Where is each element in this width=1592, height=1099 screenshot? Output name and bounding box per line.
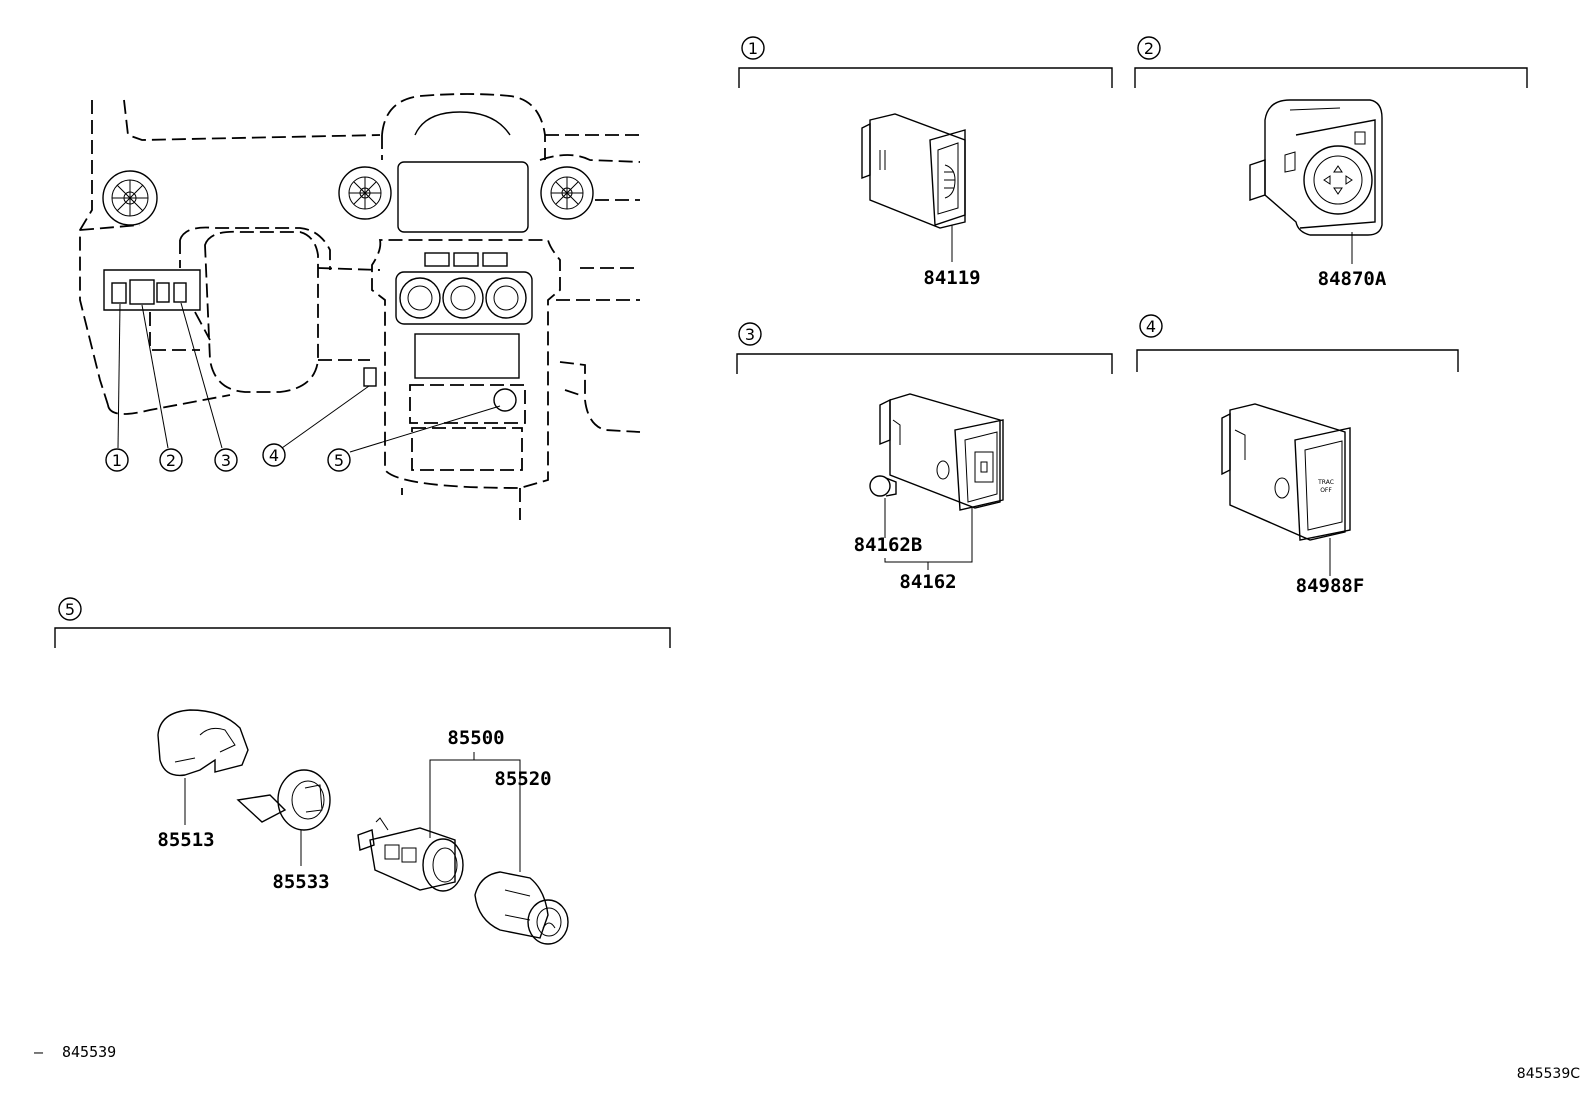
switch-84162-illustration bbox=[879, 393, 1004, 511]
svg-text:OFF: OFF bbox=[1320, 487, 1332, 494]
part-label-85520: 85520 bbox=[494, 768, 551, 790]
callout-4: 4 bbox=[262, 443, 286, 467]
socket-ring-85533-illustration bbox=[236, 769, 331, 831]
part-label-84870a: 84870A bbox=[1318, 268, 1387, 290]
mirror-switch-84870a-illustration bbox=[1249, 99, 1383, 236]
part-label-84119: 84119 bbox=[923, 267, 980, 289]
svg-text:—: — bbox=[34, 1043, 44, 1061]
switch-84119-illustration bbox=[861, 113, 966, 229]
center-right-vent bbox=[540, 166, 594, 220]
callout-3: 3 bbox=[214, 448, 238, 472]
part-label-85513: 85513 bbox=[157, 829, 214, 851]
section-1: 1 84119 bbox=[738, 36, 1113, 289]
lighter-socket-85500-illustration bbox=[357, 817, 464, 892]
svg-text:4: 4 bbox=[1146, 317, 1156, 336]
svg-text:5: 5 bbox=[65, 600, 75, 619]
dashboard-overview: 1 2 3 4 5 bbox=[79, 93, 641, 520]
svg-text:2: 2 bbox=[1144, 39, 1154, 58]
svg-text:1: 1 bbox=[748, 39, 758, 58]
footer-left-code: — 845539 bbox=[34, 1043, 116, 1061]
svg-text:3: 3 bbox=[221, 451, 231, 470]
part-label-85500: 85500 bbox=[447, 727, 504, 749]
trac-off-switch-84988f-illustration: TRAC OFF bbox=[1221, 403, 1351, 541]
center-left-vent bbox=[338, 166, 392, 220]
section-3: 3 84162B 84162 bbox=[736, 322, 1113, 593]
left-switch-panel bbox=[103, 269, 211, 351]
part-label-85533: 85533 bbox=[272, 871, 329, 893]
svg-text:2: 2 bbox=[166, 451, 176, 470]
svg-text:1: 1 bbox=[112, 451, 122, 470]
callout-2: 2 bbox=[159, 448, 183, 472]
lighter-plug-85520-illustration bbox=[474, 871, 569, 945]
part-label-84988f: 84988F bbox=[1296, 575, 1365, 597]
section-2: 2 84870A bbox=[1134, 36, 1528, 290]
callout-1: 1 bbox=[105, 448, 129, 472]
center-console bbox=[371, 239, 561, 520]
svg-text:845539: 845539 bbox=[62, 1043, 116, 1061]
part-label-84162: 84162 bbox=[899, 571, 956, 593]
svg-text:TRAC: TRAC bbox=[1317, 479, 1334, 486]
callout-5: 5 bbox=[327, 448, 351, 472]
svg-text:5: 5 bbox=[334, 451, 344, 470]
svg-text:3: 3 bbox=[745, 325, 755, 344]
section-4: 4 TRAC OFF 84988F bbox=[1136, 314, 1459, 597]
left-vent bbox=[102, 170, 158, 226]
bulb-84162b-illustration bbox=[869, 475, 897, 497]
svg-text:4: 4 bbox=[269, 446, 279, 465]
footer-right-code: 845539C bbox=[1517, 1066, 1580, 1082]
part-label-84162b: 84162B bbox=[854, 534, 923, 556]
section-5: 5 85513 85533 bbox=[54, 597, 671, 945]
socket-housing-85513-illustration bbox=[157, 709, 249, 777]
